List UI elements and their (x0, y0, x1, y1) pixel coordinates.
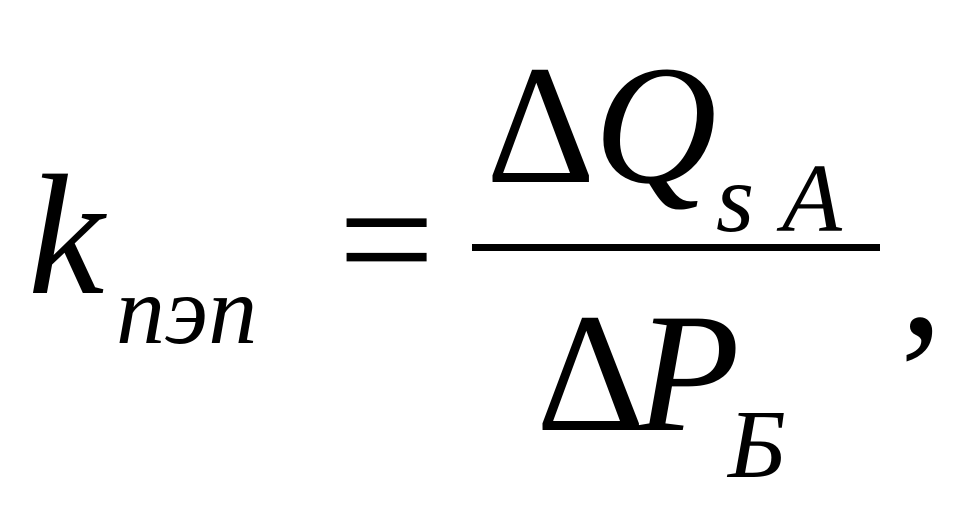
fraction-bar (472, 244, 880, 251)
denominator-symbol-p: P (636, 279, 740, 467)
lhs-subscript: пэп (116, 257, 258, 365)
numerator-subscript-a: A (782, 145, 842, 253)
numerator-subscript-s: s (716, 145, 755, 253)
trailing-comma: , (900, 183, 943, 373)
equals-sign: = (338, 145, 436, 335)
numerator-delta: Δ (486, 31, 596, 219)
numerator-symbol-q: Q (594, 31, 717, 219)
lhs-symbol-k: k (28, 141, 105, 331)
denominator-subscript: Б (728, 391, 786, 499)
denominator-delta: Δ (536, 279, 646, 467)
